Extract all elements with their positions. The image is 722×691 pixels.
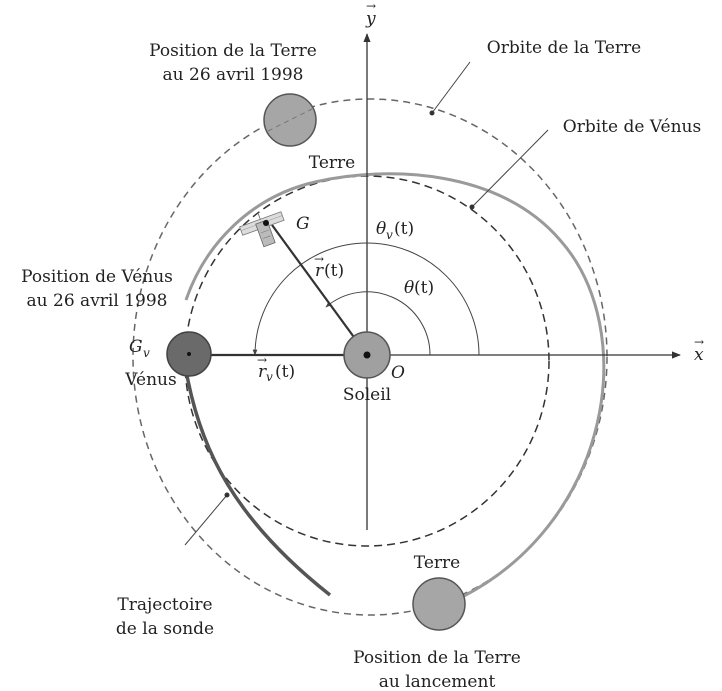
venus-orbit-leader <box>471 129 549 208</box>
theta-v-arc <box>252 242 480 356</box>
svg-text:(t): (t) <box>275 362 295 382</box>
earth-bottom-label: Terre <box>414 553 460 573</box>
venus-orbit-leader-dot <box>469 204 475 210</box>
x-axis-label: x → <box>694 335 704 365</box>
earth-orbit-label: Orbite de la Terre <box>487 38 641 58</box>
earth-orbit-leader-dot <box>429 110 435 116</box>
svg-text:→: → <box>314 252 324 266</box>
svg-text:(t): (t) <box>414 278 434 298</box>
trajectory-label-line1: Trajectoire <box>117 595 212 615</box>
svg-text:r: r <box>258 362 267 382</box>
svg-text:θ: θ <box>376 219 386 239</box>
theta-v-label: θ v (t) <box>376 219 414 242</box>
probe-point-label: G <box>296 214 310 234</box>
sun-center-point <box>363 351 371 359</box>
svg-text:θ: θ <box>404 278 414 298</box>
earth-april-label-line2: au 26 avril 1998 <box>163 65 304 85</box>
probe-center-point <box>263 220 269 226</box>
origin-label: O <box>391 363 405 383</box>
earth-orbit-leader <box>431 61 471 114</box>
venus-orbit-label: Orbite de Vénus <box>563 117 701 137</box>
earth-launch <box>412 577 466 631</box>
svg-text:G: G <box>129 337 143 357</box>
earth-launch-label-line2: au lancement <box>379 672 496 691</box>
earth-launch-label-line1: Position de la Terre <box>353 648 521 668</box>
venus-center-point <box>187 352 191 356</box>
probe-satellite-icon <box>239 211 285 248</box>
svg-text:v: v <box>143 346 150 360</box>
earth-april-1998-trajectory-dash <box>267 108 313 132</box>
svg-text:(t): (t) <box>324 261 344 281</box>
sun-label: Soleil <box>343 385 391 405</box>
earth-april-label-line1: Position de la Terre <box>149 41 317 61</box>
r-vector-label: r → (t) <box>314 252 344 281</box>
svg-text:→: → <box>366 0 376 13</box>
svg-text:→: → <box>257 353 267 367</box>
theta-label: θ (t) <box>404 278 434 298</box>
trajectory-leader <box>184 494 228 546</box>
svg-text:r: r <box>315 261 324 281</box>
trajectory-label-line2: de la sonde <box>116 619 214 639</box>
venus-point-label: G v <box>129 337 150 360</box>
earth-april-1998 <box>263 93 317 147</box>
svg-text:v: v <box>266 370 273 384</box>
earth-top-label: Terre <box>309 153 355 173</box>
trajectory-leader-dot <box>224 492 230 498</box>
venus-position-label-line1: Position de Vénus <box>21 267 173 287</box>
probe-trajectory-dark <box>184 369 332 597</box>
earth-orbit <box>132 98 608 616</box>
venus-label: Vénus <box>124 370 176 390</box>
svg-text:→: → <box>694 335 704 349</box>
y-axis-label: y → <box>365 0 376 29</box>
rv-vector-label: r → v (t) <box>257 353 295 384</box>
r-vector <box>271 224 368 356</box>
probe-trajectory-light <box>184 172 606 599</box>
svg-text:y: y <box>365 9 376 29</box>
venus-position-label-line2: au 26 avril 1998 <box>27 291 168 311</box>
svg-text:x: x <box>694 345 704 365</box>
svg-text:(t): (t) <box>394 219 414 239</box>
theta-arc <box>325 291 431 356</box>
svg-text:v: v <box>386 228 393 242</box>
